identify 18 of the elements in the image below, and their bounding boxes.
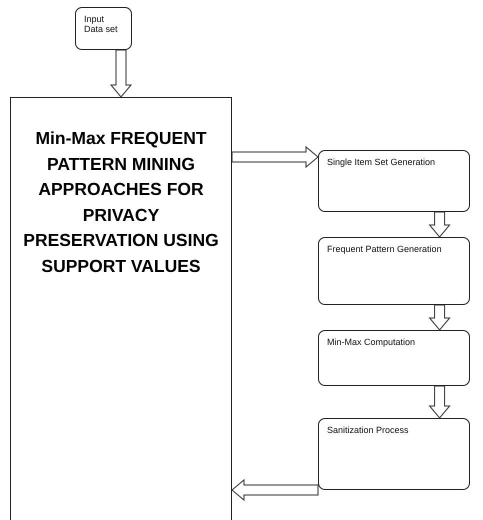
block-arrow (428, 304, 451, 331)
process-box (318, 150, 470, 212)
process-box (318, 237, 470, 305)
block-arrow (232, 146, 319, 168)
process-box (75, 7, 132, 50)
title-box (10, 97, 232, 520)
process-box (318, 330, 470, 386)
node-text: Min-Max Computation (327, 337, 416, 347)
node-text: Single Item Set Generation (327, 157, 436, 167)
node-text: Frequent Pattern Generation (327, 244, 442, 254)
block-arrow (110, 50, 132, 98)
node-text: Min-Max FREQUENT PATTERN MINING APPROACHES FOR PRIVACY PRESERVATION USING SUPPORT VALUES (22, 127, 220, 278)
node-text: Input Data set (84, 14, 118, 34)
block-arrow (428, 212, 451, 238)
process-box (318, 418, 470, 490)
node-text: Sanitization Process (327, 425, 409, 435)
block-arrow (231, 478, 318, 502)
block-arrow (428, 386, 451, 419)
